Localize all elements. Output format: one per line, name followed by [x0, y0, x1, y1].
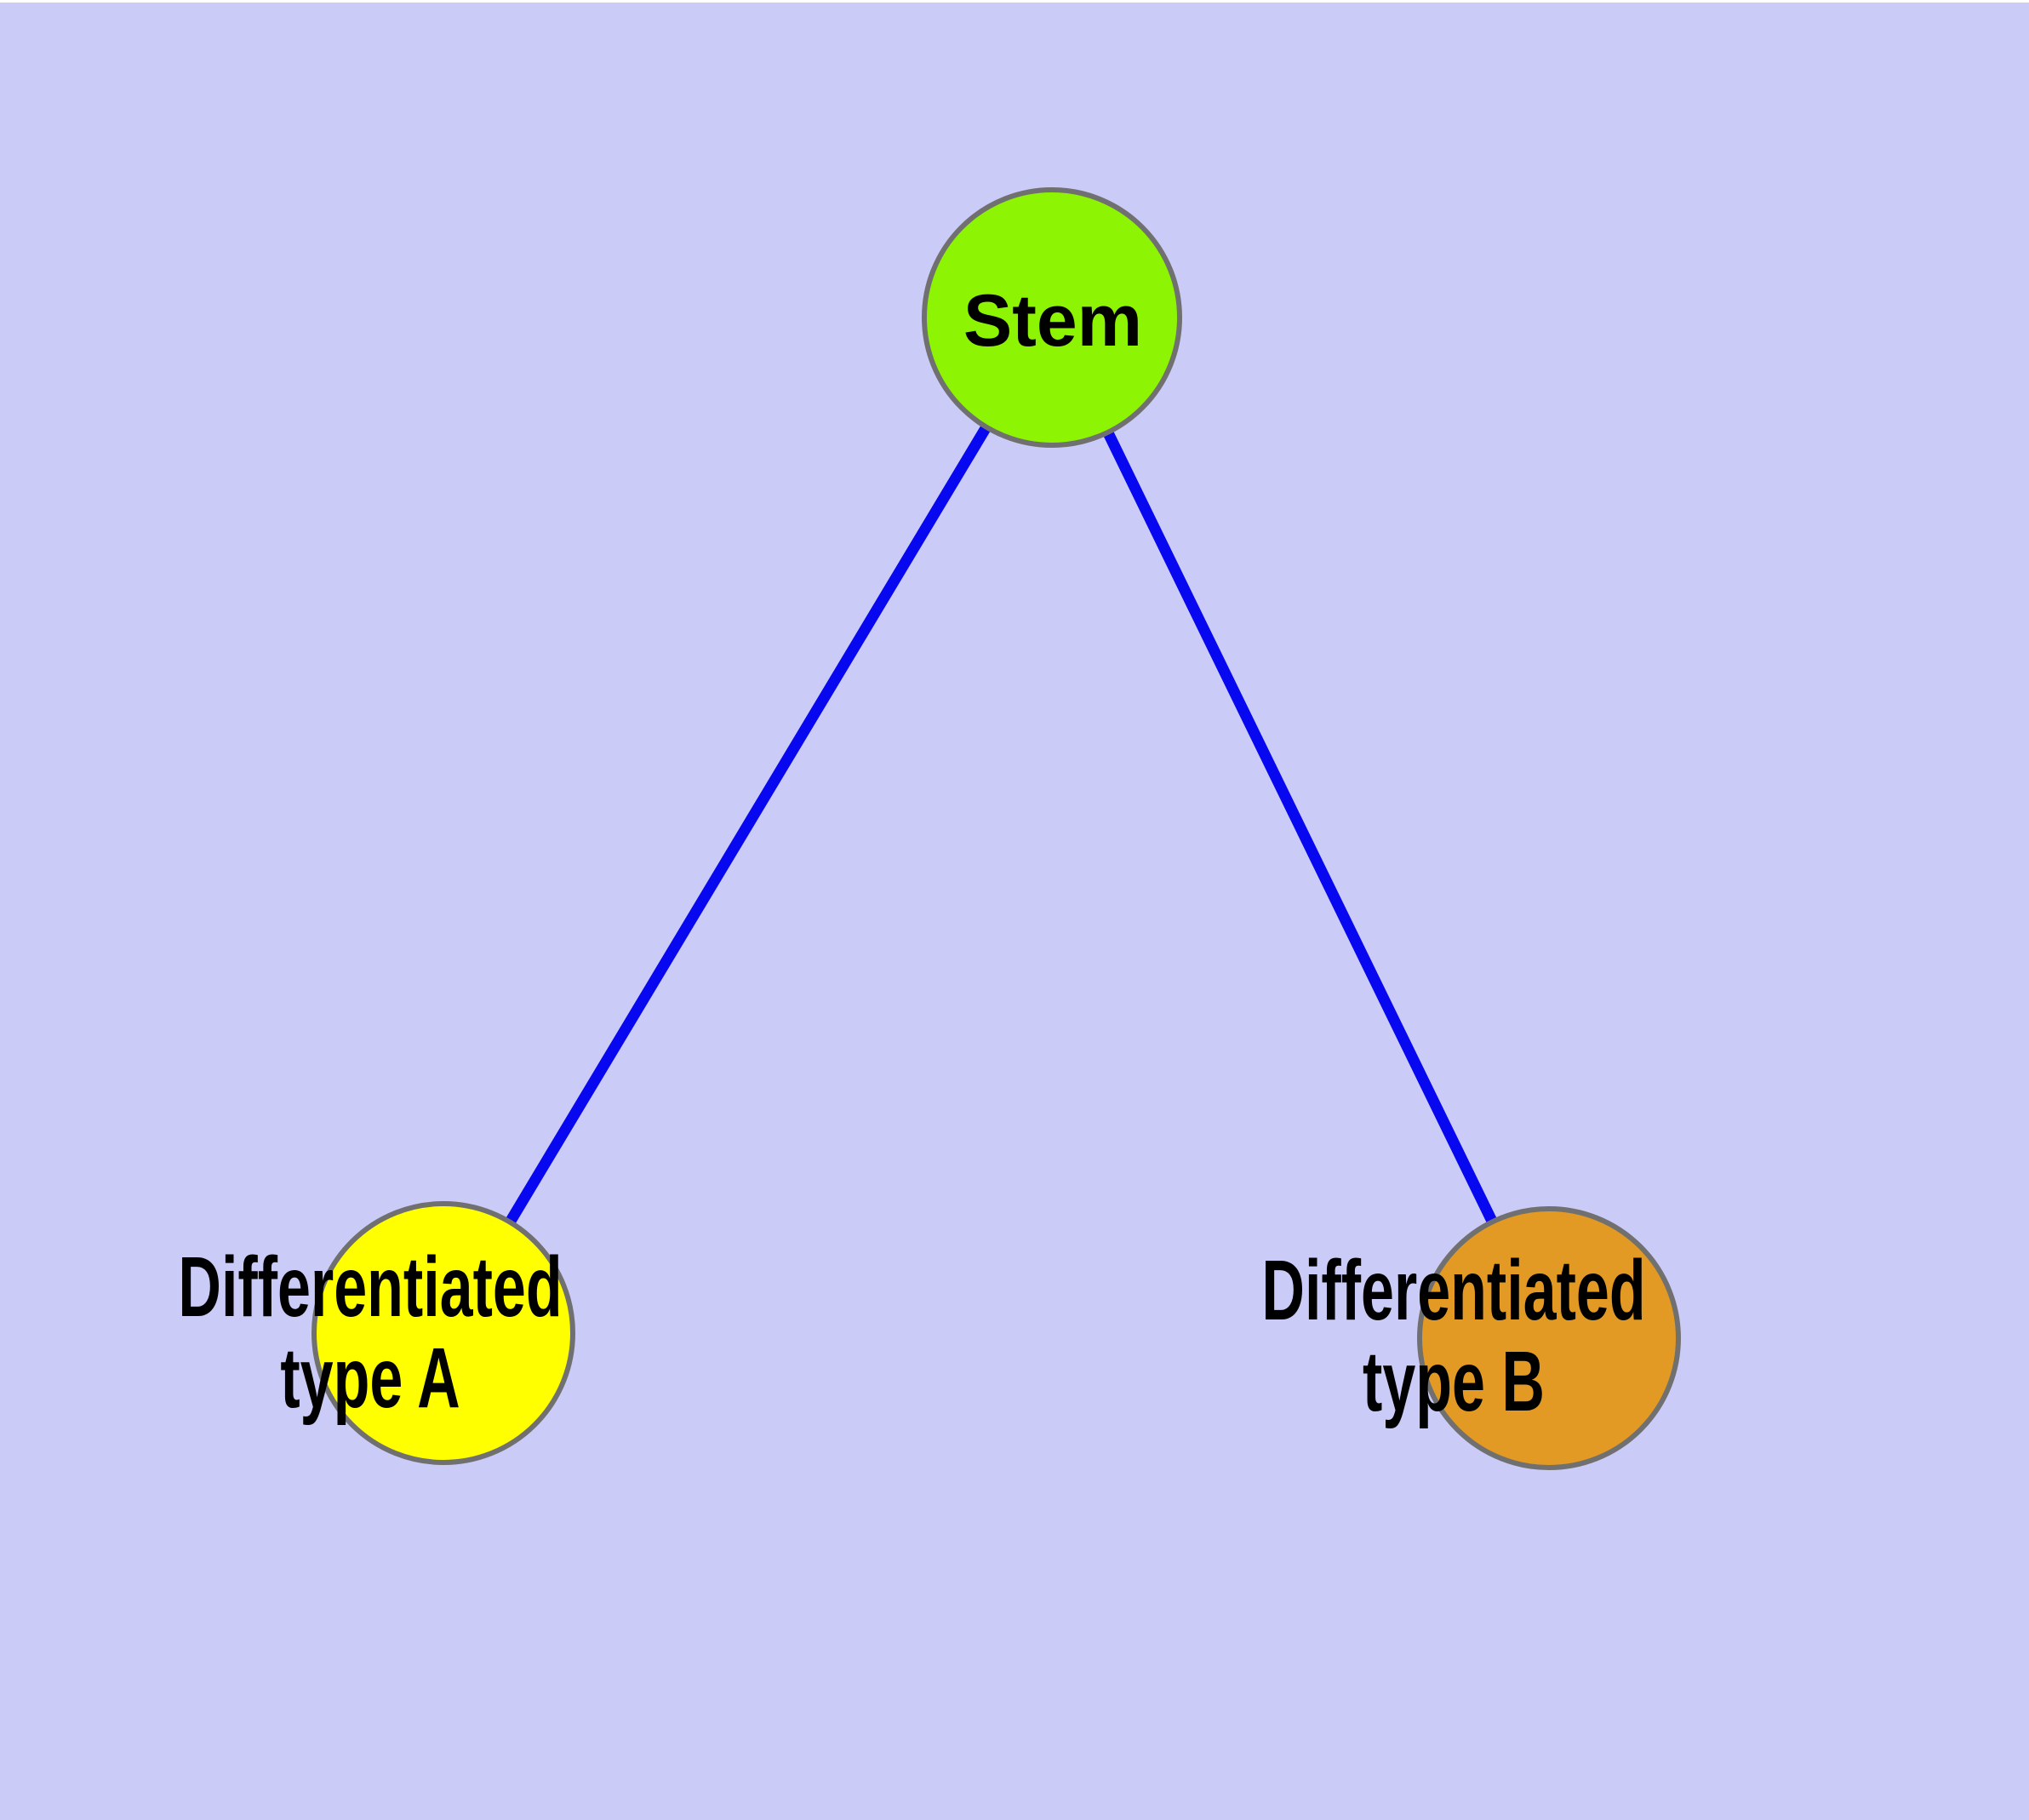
- node-type-b-circle: [1417, 1206, 1681, 1470]
- edge-stem-to-type-b: [1047, 315, 1554, 1341]
- node-type-b-label: Differentiated type B: [1261, 1243, 1646, 1429]
- node-type-a-label: Differentiated type A: [178, 1239, 563, 1426]
- node-type-a-circle: [311, 1201, 575, 1465]
- edge-stem-to-type-a: [438, 314, 1057, 1336]
- window-top-strip: [0, 0, 2029, 3]
- node-stem-label: Stem: [963, 280, 1143, 362]
- node-stem-circle: [922, 187, 1182, 448]
